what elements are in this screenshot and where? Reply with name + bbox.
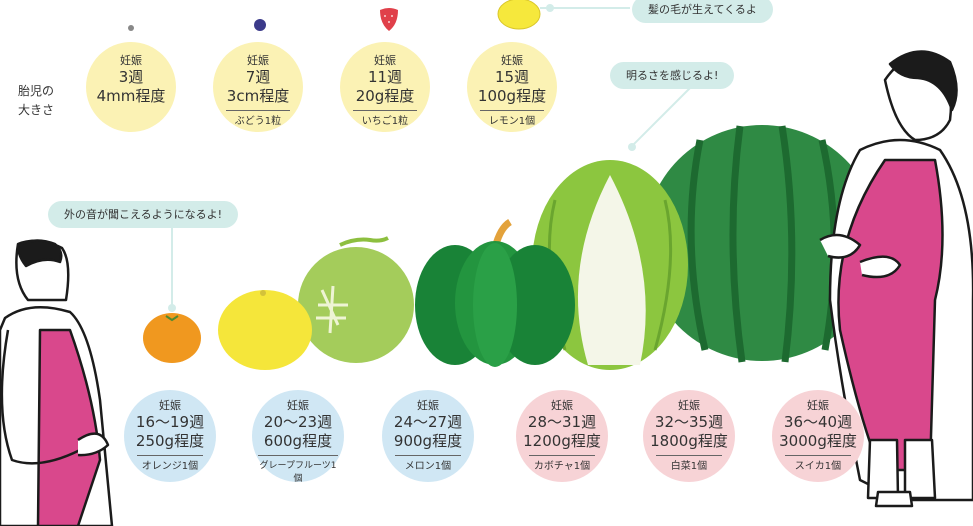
- week-circle-24-27: 妊娠 24〜27週 900g程度 メロン1個: [382, 390, 474, 482]
- orange-icon: [143, 313, 201, 363]
- week-circle-16-19: 妊娠 16〜19週 250g程度 オレンジ1個: [124, 390, 216, 482]
- week-circle-15: 妊娠 15週 100g程度 レモン1個: [467, 42, 557, 132]
- week-circle-28-31: 妊娠 28〜31週 1200g程度 カボチャ1個: [516, 390, 608, 482]
- bubble-hair: 髪の毛が生えてくるよ: [632, 0, 773, 23]
- fetal-size-label: 胎児の 大きさ: [18, 84, 55, 117]
- grape-icon: [254, 19, 266, 31]
- week-circle-32-35: 妊娠 32〜35週 1800g程度 白菜1個: [643, 390, 735, 482]
- melon-icon: [298, 236, 414, 363]
- week-circle-3: 妊娠 3週 4mm程度: [86, 42, 176, 132]
- pregnant-woman-left-illustration: [0, 239, 114, 526]
- bubble-sound: 外の音が聞こえるようになるよ!: [48, 201, 239, 228]
- seed-icon: [128, 25, 134, 31]
- grapefruit-icon: [218, 290, 312, 370]
- bubble-light: 明るさを感じるよ!: [610, 62, 735, 89]
- pregnant-woman-right-illustration: [819, 50, 973, 508]
- pumpkin-icon: [415, 218, 575, 367]
- strawberry-icon: [380, 8, 398, 31]
- watermelon-icon: [644, 125, 880, 363]
- lemon-icon: [497, 0, 541, 30]
- week-circle-36-40: 妊娠 36〜40週 3000g程度 スイカ1個: [772, 390, 864, 482]
- week-circle-20-23: 妊娠 20〜23週 600g程度 グレープフルーツ1個: [252, 390, 344, 484]
- week-circle-7: 妊娠 7週 3cm程度 ぶどう1粒: [213, 42, 303, 132]
- week-circle-11: 妊娠 11週 20g程度 いちご1粒: [340, 42, 430, 132]
